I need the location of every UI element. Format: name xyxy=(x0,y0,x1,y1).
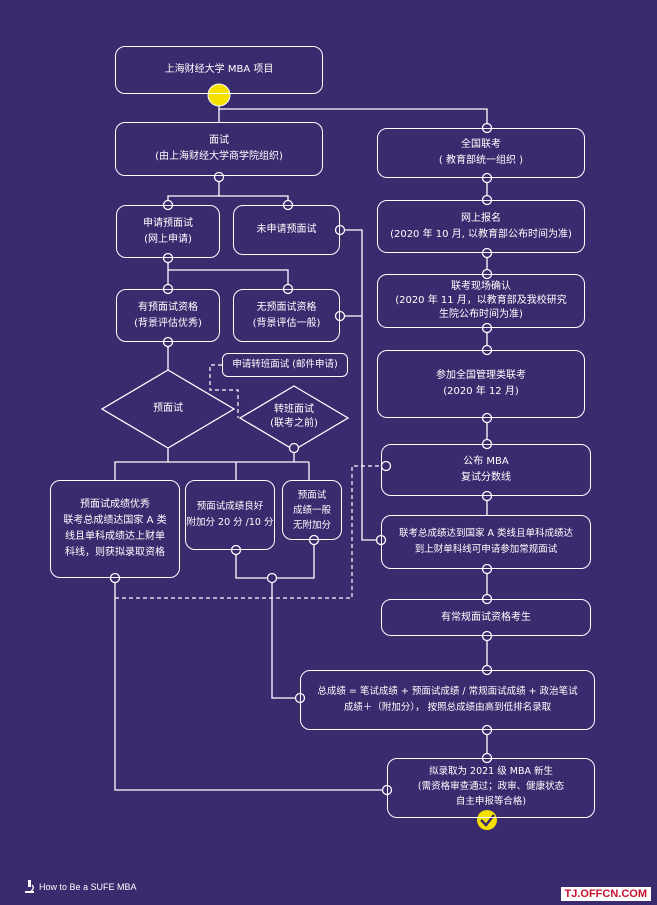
node-top: 上海财经大学 MBA 项目 xyxy=(115,46,323,94)
node-regular-eligible-line: 到上财单科线可申请参加常规面试 xyxy=(414,544,558,555)
node-result-excellent-line: 线且单科成绩达上财单 xyxy=(65,531,165,542)
node-national-exam-line: 全国联考 xyxy=(461,139,501,150)
node-apply-pre: 申请预面试 (网上申请) xyxy=(116,205,220,258)
node-result-normal-line: 无附加分 xyxy=(292,519,331,531)
node-onsite-confirm-line: (2020 年 11 月，以教育部及我校研究 xyxy=(395,295,567,306)
node-transfer-apply: 申请转班面试 (邮件申请) xyxy=(222,353,348,377)
node-result-excellent-line: 预面试成绩优秀 xyxy=(80,499,150,510)
pre-interview-diamond xyxy=(100,369,236,449)
node-no-apply-pre: 未申请预面试 xyxy=(233,205,340,255)
node-national-exam: 全国联考 ( 教育部统一组织 ) xyxy=(377,128,585,178)
node-onsite-confirm: 联考现场确认 (2020 年 11 月，以教育部及我校研究 生院公布时间为准) xyxy=(377,274,585,328)
node-result-normal-line: 预面试 xyxy=(297,489,327,501)
node-result-excellent: 预面试成绩优秀 联考总成绩达国家 A 类 线且单科成绩达上财单 科线，则获拟录取… xyxy=(50,480,180,578)
node-total-score-line: 成绩＋（附加分）， 按照总成绩由高到低排名录取 xyxy=(343,702,552,713)
footer: How to Be a SUFE MBA xyxy=(24,880,137,893)
node-admit: 拟录取为 2021 级 MBA 新生 (需资格审查通过；政审、健康状态 自主申报… xyxy=(387,758,595,818)
node-not-qualified-line: 无预面试资格 xyxy=(256,301,317,313)
node-result-excellent-line: 联考总成绩达国家 A 类 xyxy=(63,515,167,526)
node-pre-interview-line: 预面试 xyxy=(153,403,183,414)
node-admit-line: 自主申报等合格) xyxy=(455,795,527,807)
node-publish-line-line: 复试分数线 xyxy=(461,472,511,483)
node-join-exam-line: (2020 年 12 月) xyxy=(443,386,519,397)
node-qualified-line: 有预面试资格 xyxy=(138,301,198,313)
node-result-good-line: 预面试成绩良好 xyxy=(196,501,264,512)
node-admit-line: 拟录取为 2021 级 MBA 新生 xyxy=(429,765,553,777)
node-pre-interview: 预面试 xyxy=(128,401,208,417)
node-not-qualified-line: (背景评估一般) xyxy=(252,317,321,329)
node-regular-eligible: 联考总成绩达到国家 A 类线且单科成绩达 到上财单科线可申请参加常规面试 xyxy=(381,515,591,569)
node-apply-pre-line: (网上申请) xyxy=(144,233,192,245)
node-result-normal: 预面试 成绩一般 无附加分 xyxy=(282,480,342,540)
node-result-normal-line: 成绩一般 xyxy=(292,504,331,516)
node-total-score-line: 总成绩 = 笔试成绩 + 预面试成绩 / 常规面试成绩 + 政治笔试 xyxy=(317,686,578,697)
node-result-excellent-line: 科线，则获拟录取资格 xyxy=(65,547,165,558)
node-join-exam: 参加全国管理类联考 (2020 年 12 月) xyxy=(377,350,585,418)
node-regular-candidate-line: 有常规面试资格考生 xyxy=(441,611,531,623)
node-transfer-interview: 转班面试 (联考之前) xyxy=(254,403,334,431)
node-no-apply-pre-line: 未申请预面试 xyxy=(256,224,317,235)
start-dot xyxy=(207,83,231,107)
node-top-line: 上海财经大学 MBA 项目 xyxy=(164,64,274,75)
node-publish-line-line: 公布 MBA xyxy=(463,456,509,467)
node-not-qualified: 无预面试资格 (背景评估一般) xyxy=(233,289,340,342)
node-transfer-interview-line: (联考之前) xyxy=(270,418,318,429)
node-transfer-apply-line: 申请转班面试 (邮件申请) xyxy=(232,359,338,370)
footer-text: How to Be a SUFE MBA xyxy=(39,881,137,892)
microscope-icon xyxy=(25,880,34,893)
node-qualified-line: (背景评估优秀) xyxy=(134,317,202,329)
node-join-exam-line: 参加全国管理类联考 xyxy=(436,370,526,381)
node-apply-pre-line: 申请预面试 xyxy=(143,217,193,229)
node-interview-line: 面试 xyxy=(209,135,229,146)
node-admit-line: (需资格审查通过；政审、健康状态 xyxy=(417,780,565,792)
node-national-exam-line: ( 教育部统一组织 ) xyxy=(438,155,524,166)
node-online-reg-line: 网上报名 xyxy=(461,212,501,224)
node-interview: 面试 (由上海财经大学商学院组织) xyxy=(115,122,323,176)
node-publish-line: 公布 MBA 复试分数线 xyxy=(381,444,591,496)
node-interview-line: (由上海财经大学商学院组织) xyxy=(155,151,283,162)
watermark: TJ.OFFCN.COM xyxy=(560,887,651,901)
node-online-reg-line: (2020 年 10 月, 以教育部公布时间为准) xyxy=(390,228,572,240)
node-result-good-line: 附加分 20 分 /10 分 xyxy=(186,517,274,528)
node-regular-candidate: 有常规面试资格考生 xyxy=(381,599,591,636)
node-qualified: 有预面试资格 (背景评估优秀) xyxy=(116,289,220,342)
node-transfer-interview-line: 转班面试 xyxy=(274,404,314,415)
check-circle-icon xyxy=(477,810,497,830)
node-online-reg: 网上报名 (2020 年 10 月, 以教育部公布时间为准) xyxy=(377,200,585,253)
node-result-good: 预面试成绩良好 附加分 20 分 /10 分 xyxy=(185,480,275,550)
node-onsite-confirm-line: 生院公布时间为准) xyxy=(439,309,523,320)
node-regular-eligible-line: 联考总成绩达到国家 A 类线且单科成绩达 xyxy=(398,528,574,539)
node-total-score: 总成绩 = 笔试成绩 + 预面试成绩 / 常规面试成绩 + 政治笔试 成绩＋（附… xyxy=(300,670,595,730)
node-onsite-confirm-line: 联考现场确认 xyxy=(451,281,511,292)
